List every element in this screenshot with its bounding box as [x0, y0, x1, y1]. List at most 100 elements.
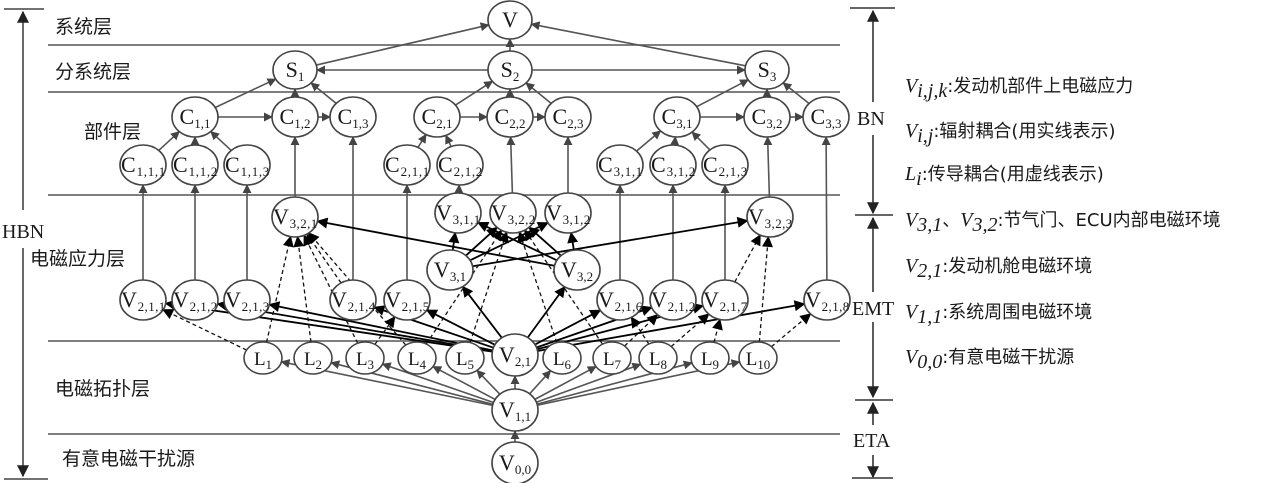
edge-V32-to-V322 — [528, 226, 562, 257]
edge-C111-to-C11 — [158, 130, 180, 152]
node-v11: V1,1 — [491, 388, 539, 432]
edge-C211-to-C21 — [417, 133, 427, 148]
node-ellipse — [638, 341, 678, 375]
bn-label: BN — [857, 108, 885, 130]
node-v218: V2,1,8 — [803, 279, 851, 321]
layer-label-source: 有意电磁干扰源 — [62, 448, 195, 470]
edge-V32-to-V321 — [316, 217, 555, 267]
node-ellipse — [544, 192, 592, 234]
node-ellipse — [592, 341, 632, 375]
node-label: V3,1 — [434, 257, 466, 284]
layer-label-em-stress: 电磁应力层 — [30, 248, 125, 270]
edge-V11-to-L4 — [432, 365, 496, 401]
node-ellipse — [426, 249, 474, 291]
node-label: S2 — [501, 57, 520, 84]
node-label: V2,1,2 — [651, 287, 695, 314]
conduction-edges — [162, 229, 812, 351]
edge-V21-to-V215 — [425, 309, 496, 346]
legend-item-stress: Vi,j,k:发动机部件上电磁应力 — [905, 75, 1134, 102]
node-ellipse — [746, 196, 794, 238]
node-label: V2,1,6 — [598, 287, 643, 314]
node-label: V2,1,3 — [225, 287, 269, 314]
node-v217: V2,1,7 — [701, 279, 749, 321]
node-label: S3 — [758, 57, 777, 84]
node-c113: C1,1,3 — [223, 144, 271, 186]
node-label: V2,1,5 — [385, 287, 429, 314]
edge-L1-to-V211 — [162, 309, 247, 351]
radiation-edges — [138, 21, 831, 442]
node-label: V3,2,2 — [491, 200, 535, 227]
edge-V21-to-V32 — [527, 286, 566, 339]
edge-S1-to-V — [316, 22, 490, 66]
node-label: L1 — [254, 349, 272, 372]
node-ellipse — [413, 96, 461, 138]
node-v211: V2,1,1 — [119, 279, 167, 321]
node-ellipse — [486, 96, 534, 138]
node-v213: V2,1,3 — [223, 279, 271, 321]
node-ellipse — [293, 341, 333, 375]
node-label: C2,1,1 — [385, 152, 429, 179]
node-c22: C2,2 — [486, 96, 534, 138]
node-c13: C1,3 — [329, 96, 377, 138]
node-v32: V3,2 — [553, 249, 601, 291]
edge-L8-to-V217 — [670, 313, 710, 348]
edge-V11-to-L3 — [381, 362, 494, 404]
node-label: V1,1 — [499, 397, 531, 424]
emt-label: EMT — [852, 298, 894, 320]
node-l3: L3 — [345, 341, 385, 375]
eta-label: ETA — [853, 430, 891, 452]
edge-V323-to-C32 — [763, 136, 773, 198]
node-label: V3,2,3 — [748, 204, 792, 231]
node-ellipse — [119, 144, 167, 186]
node-ellipse — [272, 50, 318, 90]
edge-C21-to-S2 — [455, 80, 494, 106]
legend-item-conduction: Li:传导耦合(用虚线表示) — [905, 163, 1104, 190]
edge-V218-to-C33 — [821, 136, 831, 281]
node-v312: V3,1,2 — [544, 192, 592, 234]
edge-C312-to-C31 — [670, 136, 680, 146]
node-v323: V3,2,3 — [746, 196, 794, 238]
node-ellipse — [397, 341, 437, 375]
node-ellipse — [329, 96, 377, 138]
node-label: L6 — [553, 349, 572, 372]
edge-L5-to-V322 — [469, 231, 509, 343]
node-ellipse — [491, 388, 539, 432]
edge-V11-to-L5 — [476, 369, 501, 395]
legend-item-source: V0,0:有意电磁干扰源 — [905, 346, 1075, 373]
edge-C212-to-C21 — [445, 134, 454, 147]
node-ellipse — [119, 279, 167, 321]
edge-C213-to-C31 — [691, 131, 711, 151]
node-ellipse — [223, 279, 271, 321]
node-v215: V2,1,5 — [383, 279, 431, 321]
node-ellipse — [491, 333, 539, 377]
node-ellipse — [596, 144, 644, 186]
node-label: V0,0 — [499, 450, 531, 477]
edge-L10-to-V218 — [771, 313, 812, 348]
node-label: C1,2 — [280, 104, 311, 131]
edge-S3-to-V — [530, 21, 746, 67]
hbn-label: HBN — [2, 221, 44, 243]
edge-V32-to-V312 — [567, 231, 579, 251]
node-ellipse — [243, 341, 283, 375]
edge-C11-to-S1 — [214, 78, 277, 109]
node-l6: L6 — [542, 341, 582, 375]
edge-V31-to-V312 — [469, 221, 549, 262]
edge-V11-to-L6 — [529, 370, 552, 395]
node-l2: L2 — [293, 341, 333, 375]
node-v: V — [487, 0, 533, 40]
node-l4: L4 — [397, 341, 437, 375]
node-ellipse — [743, 96, 791, 138]
edge-L6-to-V322 — [517, 231, 558, 343]
node-label: L5 — [456, 349, 474, 372]
node-ellipse — [487, 50, 533, 90]
node-label: C1,1,2 — [173, 152, 217, 179]
node-s1: S1 — [272, 50, 318, 90]
node-label: S1 — [286, 57, 305, 84]
edge-L7-to-V322 — [524, 229, 604, 345]
layer-label-component: 部件层 — [84, 121, 141, 143]
edge-V21-to-V31 — [462, 285, 503, 339]
right-bracket — [850, 7, 895, 479]
node-label: V2,1,7 — [703, 287, 748, 314]
node-label: L9 — [701, 349, 719, 372]
